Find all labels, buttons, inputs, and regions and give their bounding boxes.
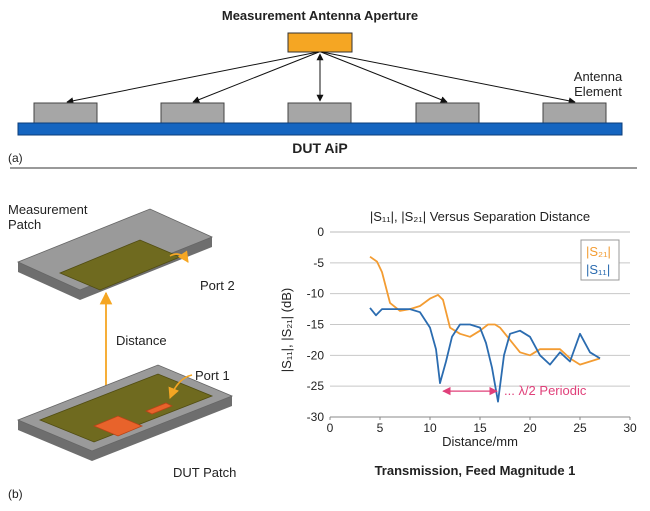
chart-title: |S₁₁|, |S₂₁| Versus Separation Distance xyxy=(370,209,590,224)
dut-aip-substrate xyxy=(17,122,623,136)
x-tick-label: 25 xyxy=(573,421,587,435)
measurement-patch-label-2: Patch xyxy=(8,217,41,232)
panel-a-letter: (a) xyxy=(8,151,23,165)
s11-line xyxy=(369,307,601,403)
arrow-to-element-4 xyxy=(320,51,448,103)
x-tick-label: 0 xyxy=(327,421,334,435)
x-tick-label: 5 xyxy=(377,421,384,435)
y-tick-labels: 0 -5 -10 -15 -20 -25 -30 xyxy=(307,225,325,424)
y-tick-label: -30 xyxy=(307,410,325,424)
y-tick-label: -20 xyxy=(307,348,325,362)
dut-aip-label: DUT AiP xyxy=(292,140,347,156)
measurement-patch-label-1: Measurement xyxy=(8,202,88,217)
port-2-arrow xyxy=(169,250,189,263)
port-2-label: Port 2 xyxy=(200,278,235,293)
y-tick-label: -5 xyxy=(313,256,324,270)
antenna-element-label-1: Antenna xyxy=(574,69,623,84)
antenna-element-1 xyxy=(33,102,98,124)
antenna-element-label-2: Element xyxy=(574,84,622,99)
antenna-element-2 xyxy=(160,102,225,124)
s-parameter-chart: |S₁₁|, |S₂₁| Versus Separation Distance … xyxy=(279,209,637,478)
antenna-element-3 xyxy=(287,102,352,124)
x-tick-labels: 0 5 10 15 20 25 30 xyxy=(327,421,637,435)
dut-feed-line xyxy=(145,402,173,415)
x-tick-label: 30 xyxy=(623,421,637,435)
panel-b-patches: Measurement Patch Port 2 Distance Port 1… xyxy=(8,202,236,501)
antenna-elements xyxy=(33,102,607,124)
panel-a: Measurement Antenna Aperture Antenna Ele… xyxy=(8,8,623,165)
measurement-patch-board xyxy=(16,208,214,300)
arrow-to-element-5 xyxy=(321,51,576,105)
y-axis-label: |S₁₁|, |S₂₁| (dB) xyxy=(279,288,294,372)
legend-entry: |S₁₁| xyxy=(586,262,610,277)
port-1-arrow xyxy=(168,374,193,400)
aperture-title: Measurement Antenna Aperture xyxy=(222,8,418,23)
chart-legend: |S₂₁| |S₁₁| xyxy=(580,239,620,281)
arrow-to-element-1 xyxy=(66,51,319,105)
periodic-annotation: ... λ/2 Periodic xyxy=(504,383,587,398)
legend-entry: |S₂₁| xyxy=(586,244,611,259)
measurement-aperture xyxy=(287,32,353,53)
panel-b-letter: (b) xyxy=(8,487,23,501)
distance-label: Distance xyxy=(116,333,167,348)
y-tick-label: 0 xyxy=(317,225,324,239)
x-tick-label: 10 xyxy=(423,421,437,435)
arrow-to-element-2 xyxy=(192,51,320,103)
x-tick-label: 20 xyxy=(523,421,537,435)
antenna-element-4 xyxy=(415,102,480,124)
s21-line xyxy=(369,255,601,366)
chart-annotation: ... λ/2 Periodic xyxy=(442,383,587,398)
chart-subtitle: Transmission, Feed Magnitude 1 xyxy=(375,463,576,478)
dut-radiating-patch xyxy=(92,415,144,437)
x-tick-label: 15 xyxy=(473,421,487,435)
arrows xyxy=(66,51,576,105)
chart-grid xyxy=(329,231,631,420)
chart-series xyxy=(369,255,601,403)
legend-box xyxy=(580,239,620,281)
x-axis-label: Distance/mm xyxy=(442,434,518,449)
antenna-element-5 xyxy=(542,102,607,124)
measurement-board-top xyxy=(16,208,214,291)
dut-patch-label: DUT Patch xyxy=(173,465,236,480)
port-1-label: Port 1 xyxy=(195,368,230,383)
y-tick-label: -15 xyxy=(307,318,325,332)
y-tick-label: -25 xyxy=(307,379,325,393)
y-tick-label: -10 xyxy=(307,287,325,301)
